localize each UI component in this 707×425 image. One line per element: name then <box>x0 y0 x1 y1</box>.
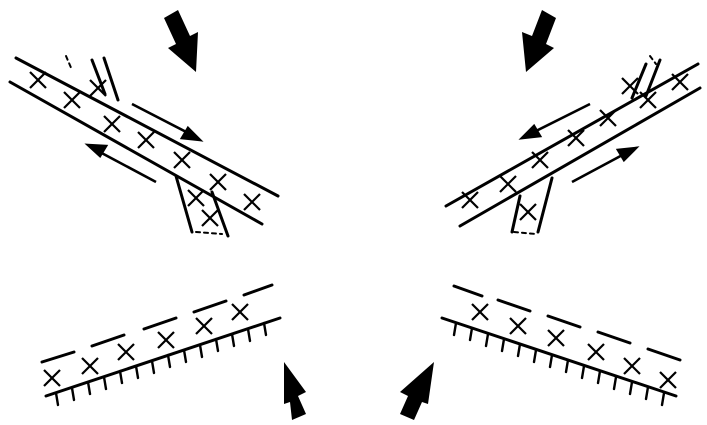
lower-right-contact <box>440 284 682 398</box>
lower-left-ticks <box>54 321 268 407</box>
upper-right-fault-zone <box>444 55 702 235</box>
upper-right-x-markers <box>460 72 690 222</box>
lower-right-compression-arrow <box>400 362 434 420</box>
lower-left-contact <box>40 283 282 398</box>
lower-right-ticks <box>452 321 666 407</box>
upper-right-compression-arrow <box>522 10 556 72</box>
upper-left-shear-arrows <box>84 102 204 184</box>
upper-right-shear-arrows <box>518 102 640 184</box>
upper-left-compression-arrow <box>164 10 198 72</box>
lower-left-compression-arrow <box>284 362 306 420</box>
upper-left-fault-zone <box>8 55 280 238</box>
